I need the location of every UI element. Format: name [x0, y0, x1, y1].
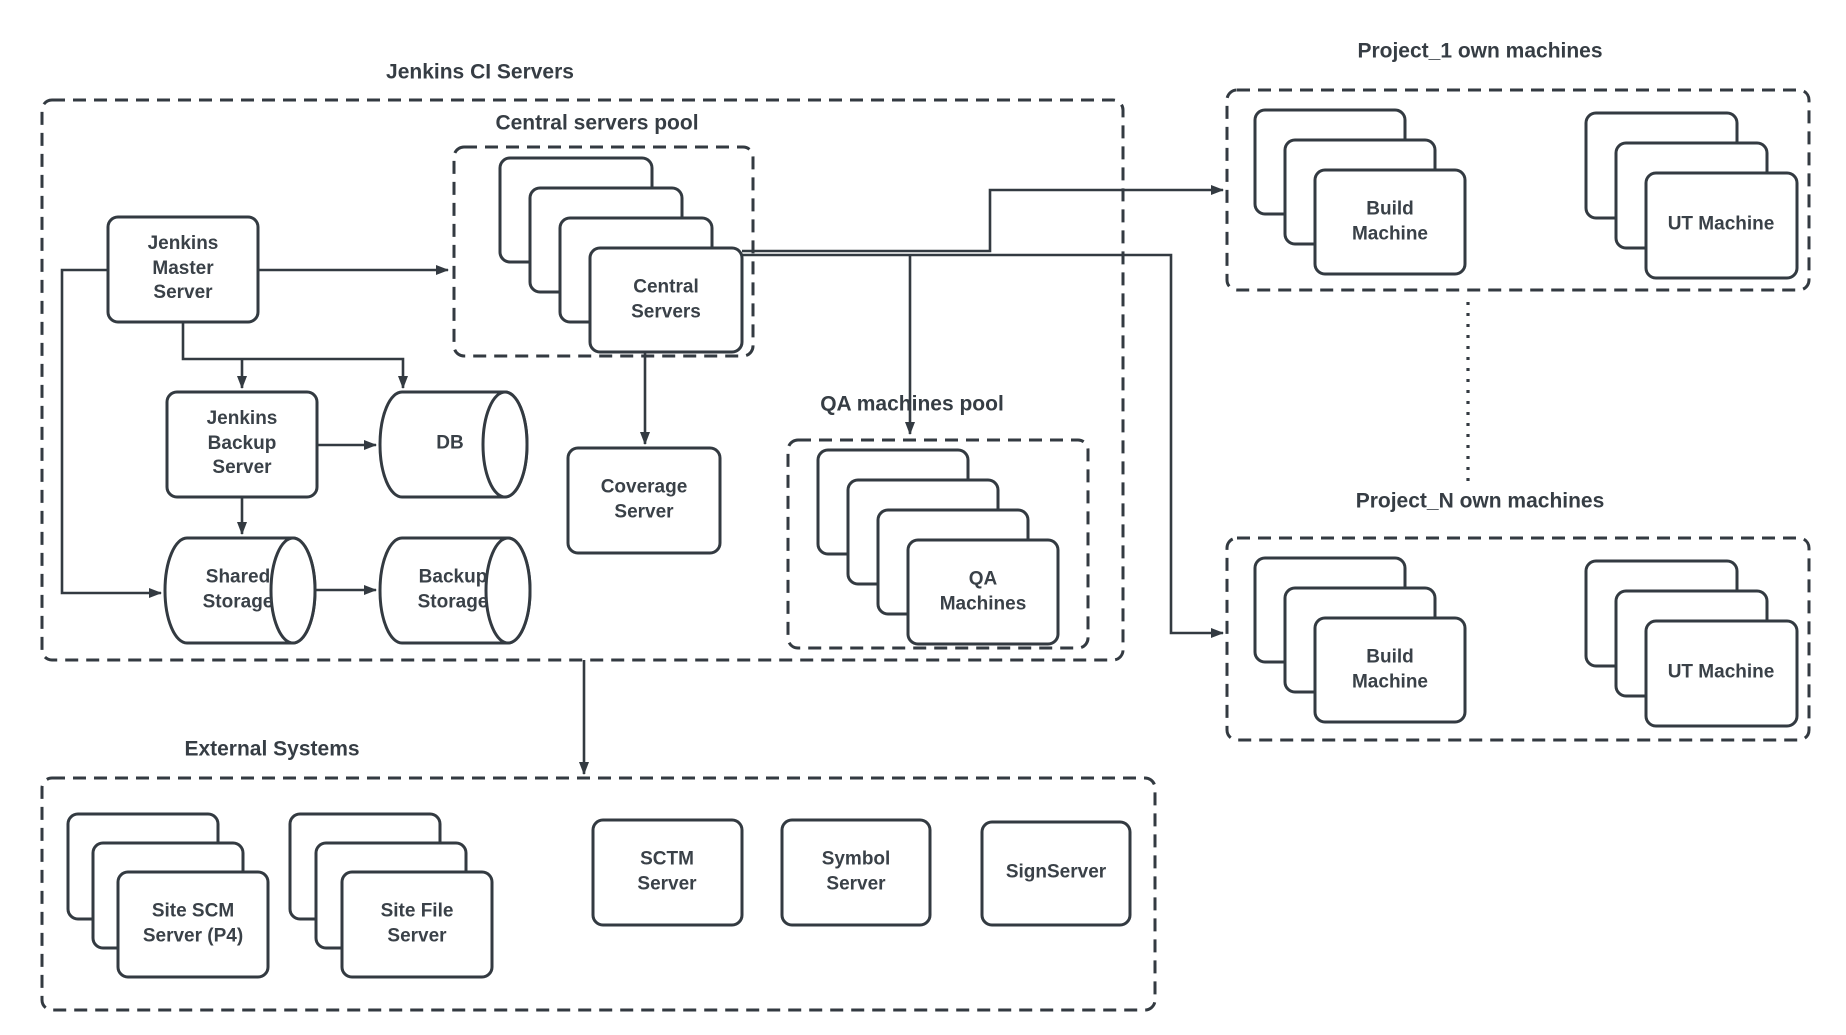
sign-server-node	[980, 820, 1132, 927]
build-machine-node	[1313, 616, 1467, 724]
build-machine-node	[1313, 168, 1467, 276]
symbol-server-node	[780, 818, 932, 927]
edge-master-to-shared-storage	[60, 268, 162, 598]
qa-machines-stack	[816, 448, 1060, 646]
project-n-build-stack	[1253, 556, 1467, 724]
qa-machines-pool-container	[786, 438, 1090, 650]
project-1-build-stack	[1253, 108, 1467, 276]
site-scm-stack	[66, 812, 270, 979]
project-1-ut-stack	[1584, 111, 1799, 280]
site-file-stack	[288, 812, 494, 979]
site-scm-server-node	[116, 870, 270, 979]
edge-central-to-project-n	[742, 253, 1224, 638]
jenkins-ci-servers-container	[40, 98, 1125, 662]
central-servers-stack	[498, 156, 744, 354]
external-systems-container	[40, 776, 1157, 1012]
project-n-container	[1225, 536, 1811, 742]
edge-central-to-project-1	[742, 185, 1224, 253]
central-servers-node	[588, 246, 744, 354]
jenkins-master-server-node	[106, 215, 260, 324]
site-file-server-node	[340, 870, 494, 979]
sctm-server-node	[591, 818, 744, 927]
shared-storage-cylinder	[163, 536, 317, 645]
backup-storage-cylinder	[378, 536, 532, 645]
ut-machine-node	[1644, 619, 1799, 728]
jenkins-backup-server-node	[165, 390, 319, 499]
qa-machines-node	[906, 538, 1060, 646]
project-n-ut-stack	[1584, 559, 1799, 728]
ut-machine-node	[1644, 171, 1799, 280]
edge-master-to-db	[181, 322, 408, 389]
project-1-container	[1225, 88, 1811, 292]
coverage-server-node	[566, 446, 722, 555]
db-cylinder	[378, 390, 529, 499]
